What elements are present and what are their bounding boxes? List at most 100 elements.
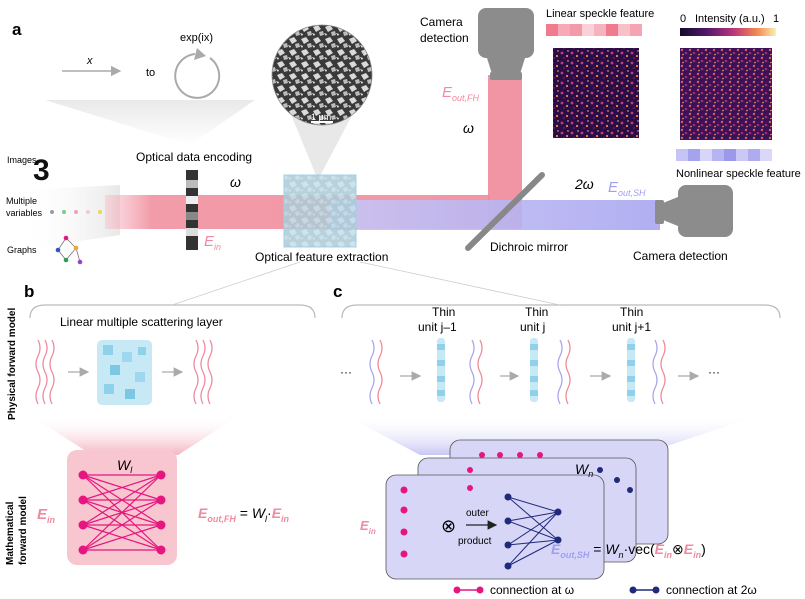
hidden-node (614, 477, 620, 483)
ellipsis-left: ··· (340, 365, 352, 379)
nonlinear-box-front (385, 474, 605, 580)
to-label: to (146, 67, 155, 79)
wave (652, 339, 658, 405)
mathematical-model-label-1: Mathematical (5, 501, 16, 565)
wave (377, 339, 383, 405)
digit-image: 3 (33, 154, 50, 187)
input-node (467, 467, 473, 473)
colorbar-label: Intensity (a.u.) (695, 13, 765, 25)
thin-unit-slab (437, 338, 445, 402)
e-in-label-b: Ein (37, 506, 56, 525)
input-node (400, 486, 408, 494)
two-omega-label: 2ω (574, 176, 594, 192)
bracket-c (341, 304, 781, 319)
images-label: Images (7, 155, 37, 165)
colorbar-max: 1 (773, 13, 779, 25)
scattering-medium (283, 174, 357, 248)
hidden-node (597, 467, 603, 473)
nonlinear-network (400, 452, 633, 570)
omega-vertical-label: ω (463, 120, 474, 136)
output-node (156, 470, 166, 480)
network-edge (507, 511, 559, 522)
network-edge (507, 496, 559, 513)
linear-speckle-image (553, 48, 639, 138)
e-out-fh-label: Eout,FH (442, 84, 480, 103)
scale-bar-label: 1 μm (311, 112, 331, 122)
optical-data-encoding-label: Optical data encoding (136, 150, 252, 164)
output-node (156, 545, 166, 555)
hidden-node (504, 493, 512, 501)
network-edge (82, 474, 162, 551)
input-node (400, 550, 408, 558)
nonlinear-speckle-image (680, 48, 772, 140)
network-edge (507, 520, 559, 541)
colorbar (680, 28, 776, 36)
input-node (517, 452, 523, 458)
output-node (156, 520, 166, 530)
network-edge (82, 474, 162, 501)
legend-omega (453, 586, 484, 594)
input-waves-b (35, 339, 55, 405)
network-edge (507, 511, 559, 546)
thin-unit-slab (627, 338, 635, 402)
linear-speckle-label: Linear speckle feature (546, 8, 654, 20)
network-edge (82, 524, 162, 551)
omega-beam-label: ω (230, 174, 241, 190)
legend-omega-label: connection at ω (490, 583, 574, 597)
w-n-label: Wn (575, 461, 593, 479)
input-fan (20, 185, 120, 250)
hidden-node (627, 487, 633, 493)
scattering-layer-b (97, 340, 152, 405)
camera-icon-right (655, 185, 733, 237)
hidden-node (504, 562, 512, 570)
variable-dots (50, 210, 102, 214)
dichroic-mirror (465, 172, 545, 251)
thin-units (369, 338, 700, 405)
network-edge (507, 539, 559, 546)
wave (477, 339, 483, 405)
panel-a-label: a (12, 20, 22, 39)
wave (565, 339, 571, 405)
graphs-label: Graphs (7, 245, 37, 255)
panel-c-label: c (333, 282, 342, 301)
legend-two-omega (629, 586, 660, 594)
ellipsis-right: ··· (708, 365, 720, 379)
output-node (554, 508, 562, 516)
camera-top-label-2: detection (420, 31, 469, 45)
linear-network (78, 470, 166, 555)
e-out-sh-label: Eout,SH (608, 179, 646, 198)
input-node (400, 528, 408, 536)
optical-feature-extraction-label: Optical feature extraction (255, 250, 388, 264)
thin-unit-slab (530, 338, 538, 402)
mathematical-model-label-2: forward model (18, 496, 29, 565)
panel-b-label: b (24, 282, 34, 301)
unit-next-label: unit j+1 (612, 320, 651, 334)
input-node (537, 452, 543, 458)
input-node (78, 520, 88, 530)
network-edge (507, 496, 559, 541)
otimes-symbol: ⊗ (441, 516, 456, 536)
hidden-node (504, 541, 512, 549)
thin-label-cur: Thin (525, 305, 548, 319)
network-edge (507, 511, 559, 567)
camera-icon-top (478, 8, 534, 80)
sem-image (272, 25, 372, 125)
camera-detection-label: Camera detection (633, 249, 728, 263)
pink-cone (30, 415, 240, 455)
wave (660, 339, 666, 405)
rotation-circle-icon (174, 53, 221, 99)
colorbar-min: 0 (680, 13, 686, 25)
product-label: product (458, 536, 492, 547)
linear-layer-label: Linear multiple scattering layer (60, 315, 223, 329)
thin-label-next: Thin (620, 305, 643, 319)
input-node (479, 452, 485, 458)
linear-equation: Eout,FH = Wl·Ein (198, 505, 290, 524)
e-in-label-a: Ein (204, 233, 221, 252)
graph-icon (55, 235, 83, 265)
thin-label-prev: Thin (432, 305, 455, 319)
hidden-node (504, 517, 512, 525)
output-waves-b (193, 339, 213, 405)
input-node (497, 452, 503, 458)
nonlinear-speckle-strip (676, 149, 772, 161)
